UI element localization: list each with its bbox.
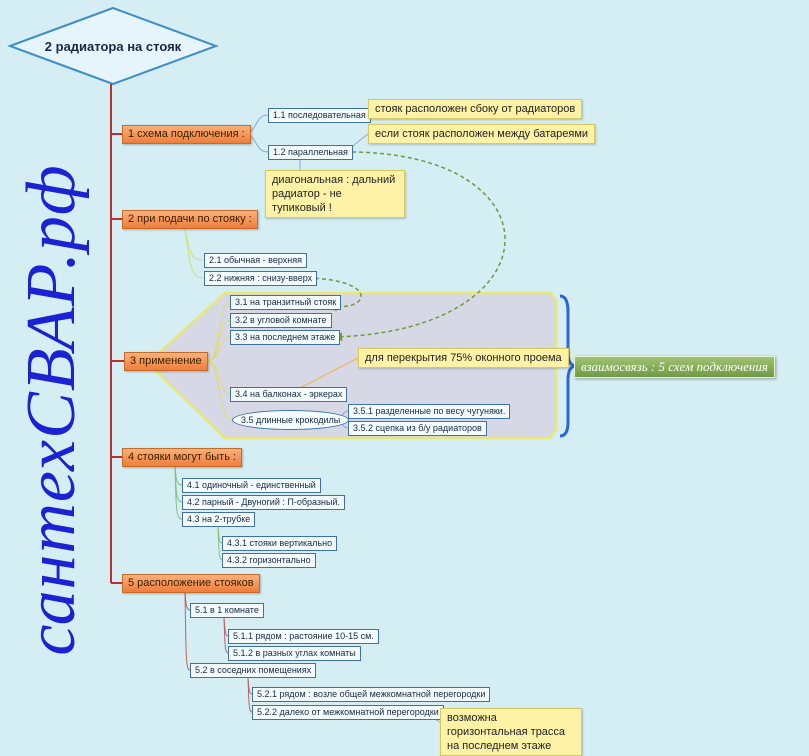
topic-riser-placement[interactable]: 5 расположение стояков	[122, 574, 260, 593]
note-diagonal[interactable]: диагональная : дальний радиатор - не туп…	[265, 170, 405, 218]
subtopic-close-distance[interactable]: 5.1.1 рядом : растояние 10-15 см.	[228, 629, 379, 644]
conn-4-3	[174, 465, 183, 520]
conn-3-2	[207, 319, 231, 362]
subtopic-far-partition[interactable]: 5.2.2 далеко от межкомнатной перегородки	[252, 705, 444, 720]
topic-application[interactable]: 3 применение	[124, 352, 208, 371]
note-riser-side[interactable]: стояк расположен сбоку от радиаторов	[368, 99, 583, 119]
subtopic-different-corners[interactable]: 5.1.2 в разных углах комнаты	[228, 646, 361, 661]
relation-arrow-bottom-up	[307, 277, 362, 312]
watermark-logo: сантехСВАР.рф	[13, 164, 90, 656]
root-topic[interactable]: 2 радиатора на стояк	[44, 38, 182, 54]
subtopic-one-room[interactable]: 5.1 в 1 комнате	[190, 603, 264, 618]
conn-5-2-2	[247, 677, 253, 713]
conn-3-5	[207, 360, 233, 421]
topic-riser-types[interactable]: 4 стояки могут быть :	[122, 448, 243, 467]
conn-4-3-2	[217, 526, 223, 561]
conn-5-2	[184, 591, 191, 671]
subtopic-single-riser[interactable]: 4.1 одиночный - единственный	[182, 478, 321, 493]
subtopic-top-floor[interactable]: 3.3 на последнем этаже	[230, 330, 341, 345]
summary-relationship[interactable]: взаимосвязь : 5 схем подключения	[574, 356, 775, 378]
relation-arrow-parallel	[333, 151, 506, 342]
subtopic-top-supply[interactable]: 2.1 обычная - верхняя	[204, 253, 307, 268]
subtopic-split-cast-iron[interactable]: 3.5.1 разделенные по весу чугуняки.	[348, 404, 511, 419]
conn-2-2	[184, 227, 205, 279]
conn-3-3	[207, 336, 231, 362]
subtopic-two-pipe[interactable]: 4.3 на 2-трубке	[182, 512, 256, 527]
conn-note-4	[299, 357, 359, 389]
subtopic-corner-room[interactable]: 3.2 в угловой комнате	[230, 313, 332, 328]
subtopic-bottom-supply[interactable]: 2.2 нижняя : снизу-вверх	[204, 271, 318, 286]
subtopic-vertical-risers[interactable]: 4.3.1 стояки вертикально	[222, 536, 338, 551]
subtopic-parallel[interactable]: 1.2 параллельная	[268, 145, 353, 160]
note-window-coverage[interactable]: для перекрытия 75% оконного проема	[358, 348, 569, 368]
conn-2-1	[184, 227, 205, 261]
subtopic-long-radiators[interactable]: 3.5 длинные крокодилы	[232, 410, 350, 430]
conn-5-1-2	[223, 617, 229, 654]
topic-riser-supply[interactable]: 2 при подачи по стояку :	[122, 210, 258, 229]
subtopic-horizontal[interactable]: 4.3.2 горизонтально	[222, 553, 316, 568]
note-horizontal-route[interactable]: возможна горизонтальная трасса на послед…	[440, 708, 582, 756]
subtopic-serial[interactable]: 1.1 последовательная	[268, 108, 371, 123]
topic-connection-scheme[interactable]: 1 схема подключения :	[122, 125, 251, 144]
subtopic-near-partition[interactable]: 5.2.1 рядом : возле общей межкомнатной п…	[252, 687, 491, 702]
subtopic-adjacent-rooms[interactable]: 5.2 в соседних помещениях	[190, 663, 317, 678]
subtopic-balconies[interactable]: 3.4 на балконах - эркерах	[230, 387, 348, 402]
note-riser-between[interactable]: если стояк расположен между батареями	[368, 124, 596, 144]
root-diamond	[7, 6, 219, 86]
subtopic-paired-riser[interactable]: 4.2 парный - Двуногий : П-образный.	[182, 495, 345, 510]
subtopic-transit-riser[interactable]: 3.1 на транзитный стояк	[230, 295, 342, 310]
subtopic-used-radiators[interactable]: 3.5.2 сцепка из б/у радиаторов	[348, 421, 487, 436]
